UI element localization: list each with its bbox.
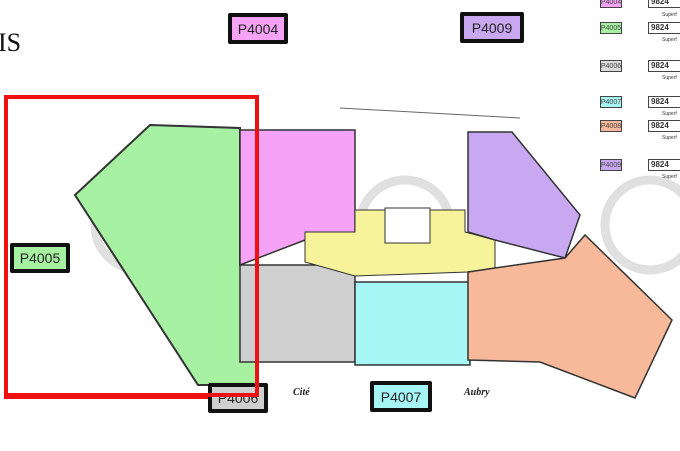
stairwell xyxy=(384,207,431,244)
legend-sub: Superf xyxy=(662,174,677,180)
legend-swatch: P4004 xyxy=(600,0,622,8)
legend-sub: Superf xyxy=(662,75,677,81)
label-p4007: P4007 xyxy=(370,381,432,412)
legend-value: 9824 xyxy=(648,159,680,171)
legend-value: 9824 xyxy=(648,22,680,34)
legend-value: 9824 xyxy=(648,120,680,132)
page-title: IS xyxy=(0,28,22,57)
highlight-frame xyxy=(4,95,259,399)
label-p4006: P4006 xyxy=(208,383,268,413)
legend-sub: Superf xyxy=(662,12,677,18)
street-line xyxy=(339,107,521,119)
legend-swatch: P4005 xyxy=(600,22,622,34)
legend-swatch: P4009 xyxy=(600,159,622,171)
legend-value: 9824 xyxy=(648,60,680,72)
legend-sub: Superf xyxy=(662,111,677,117)
zone-p4008 xyxy=(467,233,673,399)
legend-value: 9824 xyxy=(648,0,680,8)
legend-value: 9824 xyxy=(648,96,680,108)
legend-sub: Superf xyxy=(662,37,677,43)
legend-sub: Superf xyxy=(662,135,677,141)
label-p4005: P4005 xyxy=(10,243,70,273)
label-p4004: P4004 xyxy=(228,13,288,44)
street-label-aubry: Aubry xyxy=(464,387,490,398)
legend-swatch: P4006 xyxy=(600,60,622,72)
legend-swatch: P4008 xyxy=(600,120,622,132)
zone-p4007 xyxy=(354,281,471,366)
label-p4009: P4009 xyxy=(460,12,524,43)
legend-swatch: P4007 xyxy=(600,96,622,108)
street-label-cite: Cité xyxy=(293,387,310,398)
